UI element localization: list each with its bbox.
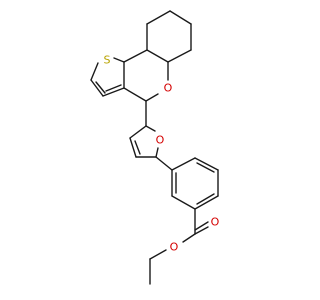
molecule-canvas: S O O O O: [90, 10, 220, 285]
furan-oxygen-atom: O: [156, 134, 165, 147]
ethyl-ester-group: [149, 208, 209, 285]
ester-oxygen-atom: O: [170, 241, 179, 254]
furan-phenyl-bond: [155, 156, 173, 171]
atom-label-furan-oxygen: O: [156, 134, 165, 147]
benzene-ring: [171, 157, 219, 210]
thiophene-ring: [90, 57, 125, 97]
structure-diagram: S O O O O: [90, 10, 220, 285]
atom-label-sulfur: S: [104, 54, 111, 67]
atom-label-pyran-oxygen: O: [164, 82, 173, 95]
furan-ring: [129, 125, 159, 158]
sulfur-atom: S: [104, 54, 111, 67]
pyran-oxygen-atom: O: [164, 82, 173, 95]
carbonyl-oxygen-atom: O: [211, 216, 220, 229]
pyran-ring: [123, 49, 169, 102]
atom-label-ester-oxygen: O: [170, 241, 179, 254]
atom-label-carbonyl-oxygen: O: [211, 216, 220, 229]
cyclohexane-ring: [146, 10, 192, 63]
